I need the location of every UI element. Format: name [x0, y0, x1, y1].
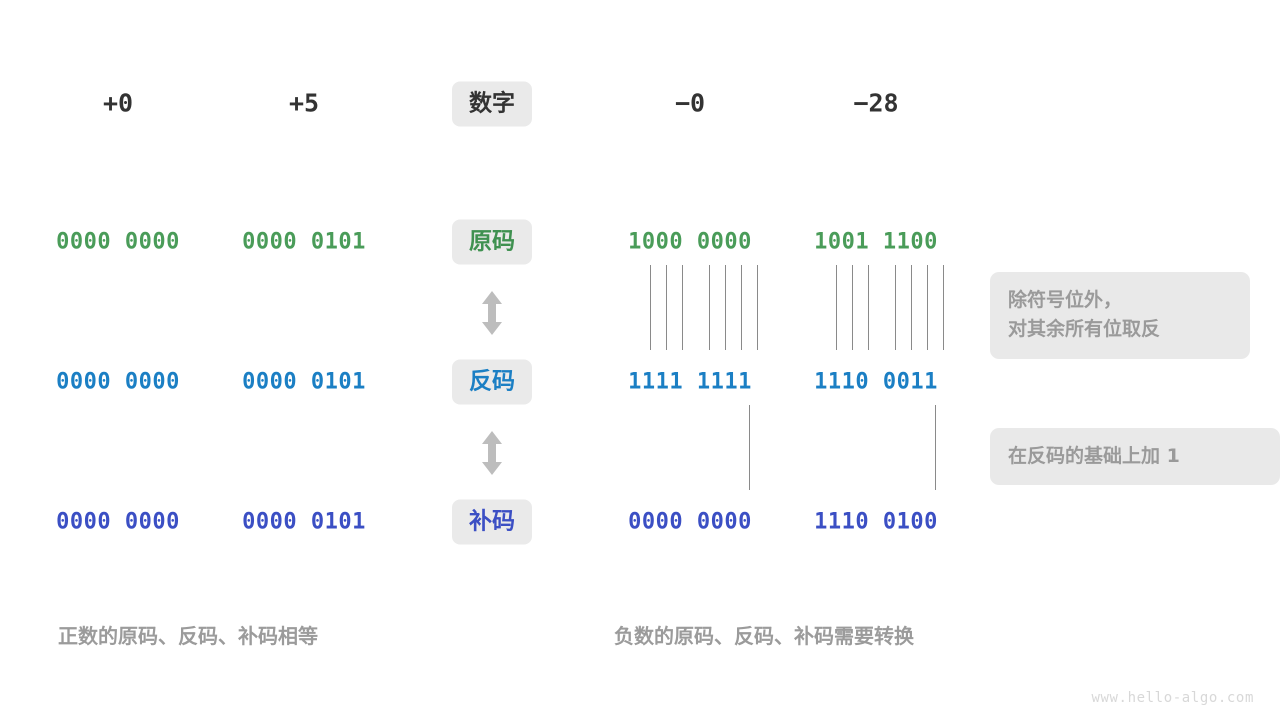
row-ones-complement-plus-five: 0000 0101 — [242, 369, 366, 395]
double-arrow-icon-ones-to-twos — [479, 430, 505, 476]
row-sign-magnitude-minus-twentyeight: 1001 1100 — [814, 229, 938, 255]
row-ones-complement-minus-twentyeight: 1110 0011 — [814, 369, 938, 395]
bit-connector — [868, 265, 869, 350]
row-twos-complement-minus-zero: 0000 0000 — [628, 509, 752, 535]
note-add-one: 在反码的基础上加 1 — [990, 428, 1280, 486]
carry-connector — [749, 405, 750, 490]
row-twos-complement-plus-zero: 0000 0000 — [56, 509, 180, 535]
row-label-ones-complement: 反码 — [452, 359, 532, 405]
row-ones-complement-plus-zero: 0000 0000 — [56, 369, 180, 395]
row-twos-complement-plus-five: 0000 0101 — [242, 509, 366, 535]
row-ones-complement-minus-zero: 1111 1111 — [628, 369, 752, 395]
bit-connector — [666, 265, 667, 350]
row-twos-complement-minus-twentyeight: 1110 0100 — [814, 509, 938, 535]
bit-connector — [650, 265, 651, 350]
header-value-plus-five: +5 — [288, 88, 320, 118]
bit-connector — [836, 265, 837, 350]
bit-connector — [725, 265, 726, 350]
bit-connector — [741, 265, 742, 350]
bit-connector — [927, 265, 928, 350]
bit-connector — [852, 265, 853, 350]
note-invert-bits: 除符号位外， 对其余所有位取反 — [990, 272, 1250, 359]
row-sign-magnitude-plus-five: 0000 0101 — [242, 229, 366, 255]
bit-connector — [709, 265, 710, 350]
row-sign-magnitude-plus-zero: 0000 0000 — [56, 229, 180, 255]
bit-connector — [682, 265, 683, 350]
row-label-sign-magnitude: 原码 — [452, 219, 532, 265]
bit-connector — [757, 265, 758, 350]
caption-positive: 正数的原码、反码、补码相等 — [58, 624, 318, 648]
row-sign-magnitude-minus-zero: 1000 0000 — [628, 229, 752, 255]
header-value-minus-zero: −0 — [674, 88, 706, 118]
carry-connector — [935, 405, 936, 490]
header-label-badge: 数字 — [452, 81, 532, 127]
header-value-minus-twentyeight: −28 — [853, 88, 899, 118]
header-value-plus-zero: +0 — [102, 88, 134, 118]
double-arrow-icon-sign-to-ones — [479, 290, 505, 336]
bit-connector — [943, 265, 944, 350]
watermark: www.hello-algo.com — [1091, 690, 1254, 706]
bit-connector — [895, 265, 896, 350]
caption-negative: 负数的原码、反码、补码需要转换 — [614, 624, 914, 648]
row-label-twos-complement: 补码 — [452, 499, 532, 545]
bit-connector — [911, 265, 912, 350]
